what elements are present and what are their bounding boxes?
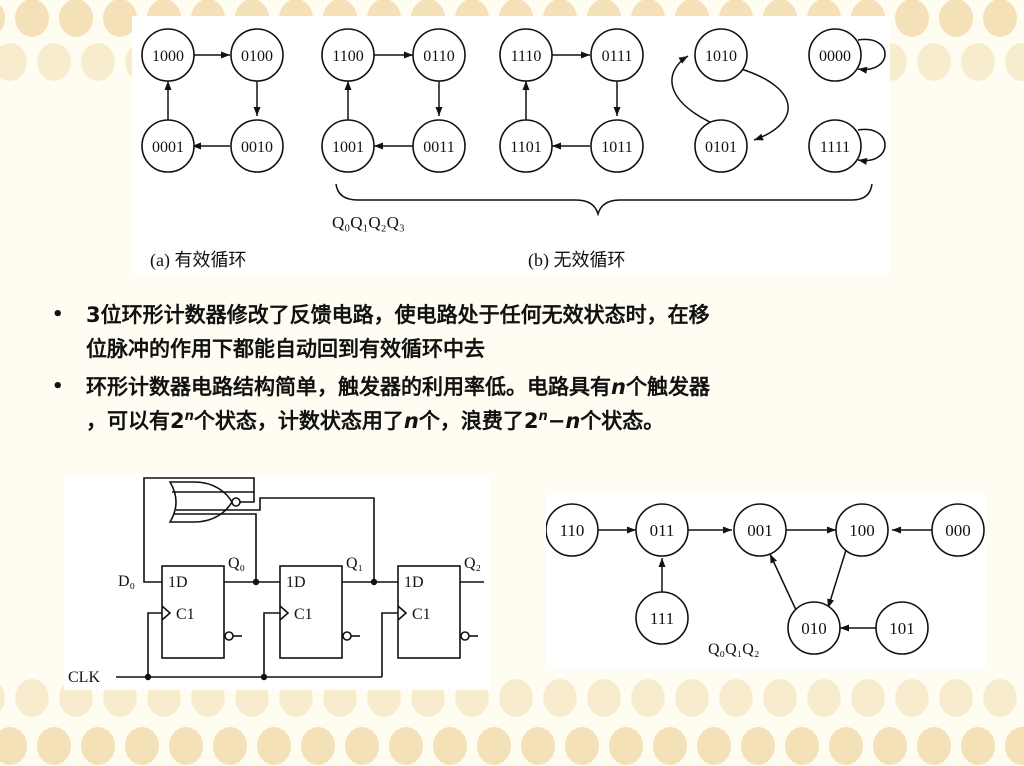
svg-text:1D: 1D xyxy=(168,574,188,591)
svg-text:C1: C1 xyxy=(294,606,313,623)
state-node: 1111 xyxy=(820,139,850,156)
ring-counter-state-diagram: 1000 0100 0010 0001 1100 0110 0011 1001 … xyxy=(132,16,890,274)
bullet-line: 3位环形计数器修改了反馈电路，使电路处于任何无效状态时，在移 xyxy=(86,303,710,327)
state-node: 0101 xyxy=(705,139,737,156)
svg-text:C1: C1 xyxy=(412,606,431,623)
state-node: 0000 xyxy=(819,48,851,65)
state-node: 0010 xyxy=(241,139,273,156)
state-variable-label: Q₀Q₁Q₂Q₃ xyxy=(332,213,405,232)
flip-flop-0 xyxy=(161,565,225,659)
state-node: 1001 xyxy=(332,139,364,156)
svg-text:1D: 1D xyxy=(404,574,424,591)
q2-label: Q₂ xyxy=(464,555,481,572)
bullet-item: • 3位环形计数器修改了反馈电路，使电路处于任何无效状态时，在移 位脉冲的作用下… xyxy=(48,298,948,366)
state-node: 0001 xyxy=(152,139,184,156)
state-node: 1100 xyxy=(332,48,363,65)
state-variable-label: Q₀Q₁Q₂ xyxy=(708,641,759,658)
bullet-line: 位脉冲的作用下都能自动回到有效循环中去 xyxy=(86,337,485,361)
decorative-bubble-band-bottom xyxy=(0,679,1024,765)
state-node: 1010 xyxy=(705,48,737,65)
clk-label: CLK xyxy=(68,669,100,686)
state-node: 0100 xyxy=(241,48,273,65)
svg-text:1D: 1D xyxy=(286,574,306,591)
state-node: 0011 xyxy=(423,139,454,156)
state-node: 000 xyxy=(945,521,971,540)
q0-label: Q₀ xyxy=(228,555,245,572)
bullet-line: ，可以有2n个状态，计数状态用了n个，浪费了2n−n个状态。 xyxy=(86,409,665,433)
state-node: 101 xyxy=(889,619,915,638)
bullet-list: • 3位环形计数器修改了反馈电路，使电路处于任何无效状态时，在移 位脉冲的作用下… xyxy=(48,298,948,442)
state-node: 010 xyxy=(801,619,827,638)
bullet-item: • 环形计数器电路结构简单，触发器的利用率低。电路具有n个触发器 ，可以有2n个… xyxy=(48,370,948,438)
state-node: 001 xyxy=(747,521,773,540)
state-node: 1101 xyxy=(510,139,541,156)
flip-flop-2 xyxy=(397,565,461,659)
flip-flop-1 xyxy=(279,565,343,659)
state-node: 110 xyxy=(560,521,585,540)
self-correcting-ring-counter-circuit: 1D 1D 1D C1 C1 C1 Q₀ Q₁ Q₂ D₀ CLK xyxy=(64,474,490,690)
bullet-dot-icon: • xyxy=(52,376,64,397)
caption-valid-cycle: (a) 有效循环 xyxy=(150,250,246,271)
bullet-line: 环形计数器电路结构简单，触发器的利用率低。电路具有n个触发器 xyxy=(86,375,710,399)
bullet-dot-icon: • xyxy=(52,304,64,325)
d0-label: D₀ xyxy=(118,573,135,590)
state-node: 0111 xyxy=(602,48,633,65)
q1-label: Q₁ xyxy=(346,555,363,572)
state-node: 100 xyxy=(849,521,875,540)
state-node: 1110 xyxy=(511,48,542,65)
state-node: 111 xyxy=(650,609,674,628)
state-node: 011 xyxy=(650,521,675,540)
state-node: 1000 xyxy=(152,48,184,65)
nor-gate xyxy=(168,481,233,523)
self-correcting-state-diagram: 110 011 001 100 000 111 010 101 Q₀Q₁Q₂ xyxy=(545,494,986,670)
state-node: 0110 xyxy=(423,48,454,65)
state-node: 1011 xyxy=(601,139,632,156)
svg-text:C1: C1 xyxy=(176,606,195,623)
caption-invalid-cycle: (b) 无效循环 xyxy=(528,250,626,271)
